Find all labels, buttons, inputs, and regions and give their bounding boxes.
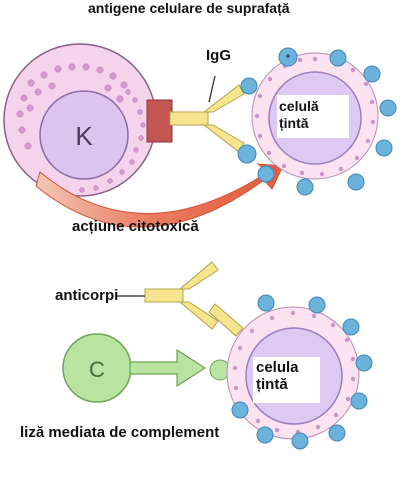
complement-label: liză mediata de complement <box>20 424 220 441</box>
surface-antigens-bottom <box>231 294 373 450</box>
cytotoxic-arrow <box>35 163 284 228</box>
complement-arrow <box>129 348 207 388</box>
igg-antibody <box>169 84 245 153</box>
antibodies-label: anticorpi <box>55 287 119 304</box>
target-bottom-line2: țintă <box>256 376 288 393</box>
target-top-label: celulă țintă <box>277 95 349 138</box>
target-top-line1: celulă <box>279 98 319 114</box>
target-bottom-label: celula țintă <box>253 357 320 403</box>
igg-pointer <box>208 75 216 103</box>
free-antibody <box>144 261 219 330</box>
igg-label: IgG <box>206 47 231 64</box>
title-surface-antigens: antigene celulare de suprafață <box>88 0 290 16</box>
target-bottom-line1: celula <box>256 359 299 376</box>
antigen-dot-icon <box>286 54 290 58</box>
surface-antigens-top <box>237 47 397 196</box>
k-cell-nucleus <box>39 90 129 180</box>
fc-receptor <box>146 99 173 143</box>
k-cell-granules <box>16 63 146 193</box>
k-cell: K <box>3 43 157 197</box>
bound-antibody <box>208 303 244 337</box>
target-top-line2: țintă <box>279 115 309 131</box>
target-top-granules <box>254 56 376 177</box>
k-cell-letter: K <box>75 121 93 151</box>
complement-letter: C <box>89 357 105 382</box>
cytotoxic-label: acțiune citotoxică <box>72 218 199 235</box>
